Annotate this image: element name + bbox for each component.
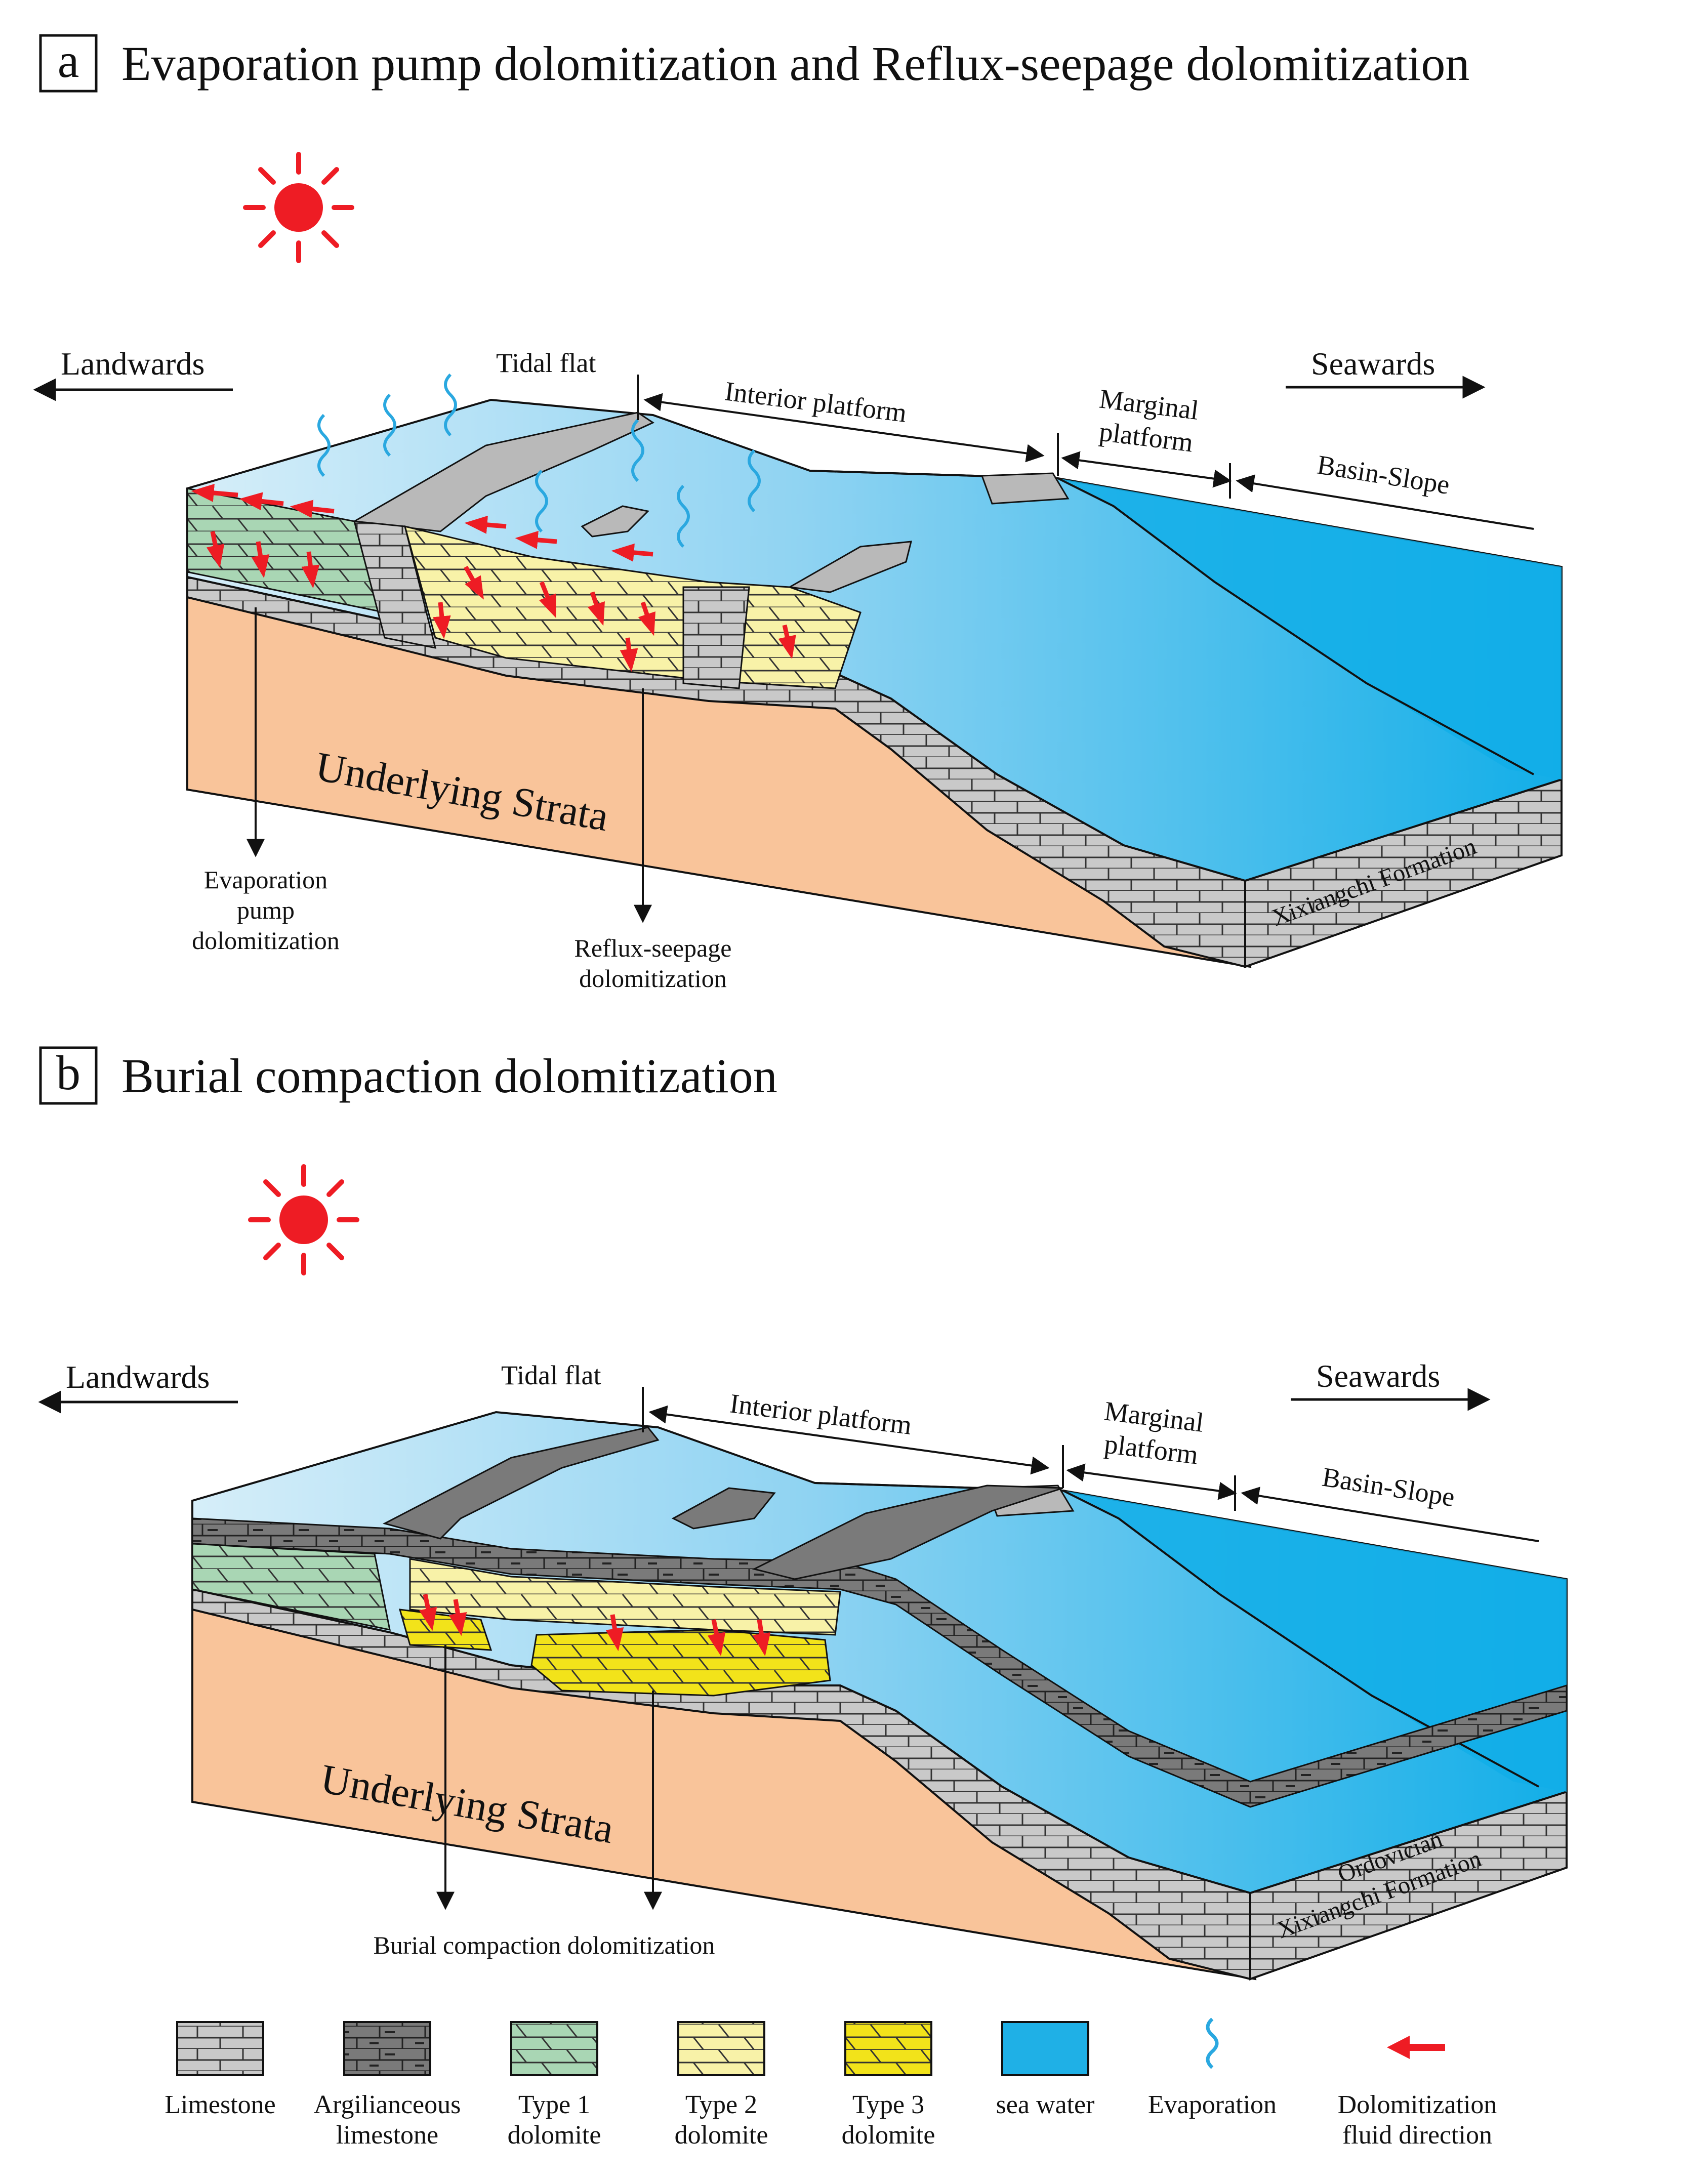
legend-label-argillaceous-1: Argilianceous <box>314 2090 461 2119</box>
panel-a-block <box>186 373 1563 968</box>
sun-icon <box>243 152 354 263</box>
legend-swatch-type2 <box>677 2021 765 2076</box>
legend-label-type3-2: dolomite <box>842 2121 935 2150</box>
panel-a-tidal-flat: Tidal flat <box>496 348 596 378</box>
panel-a-process-2-line-1: Reflux-seepage <box>575 934 732 962</box>
legend-label-evaporation-1: Evaporation <box>1148 2090 1277 2119</box>
panel-b-title: Burial compaction dolomitization <box>121 1049 777 1103</box>
legend-swatch-argillaceous <box>343 2021 431 2076</box>
panel-a-process-1-line-3: dolomitization <box>192 926 340 955</box>
legend-label-argillaceous-2: limestone <box>336 2121 438 2150</box>
fluid-arrow-icon <box>1387 2036 1445 2059</box>
panel-b-letter-box <box>39 1046 98 1105</box>
panel-a-seawards: Seawards <box>1311 346 1435 382</box>
panel-a-letter: a <box>58 33 79 88</box>
legend-label-type3-1: Type 3 <box>852 2090 924 2119</box>
legend-swatch-seawater <box>1001 2021 1089 2076</box>
legend-label-fluid-2: fluid direction <box>1342 2121 1492 2150</box>
panel-b: b Burial compaction dolomitization Landw… <box>38 1046 1568 1980</box>
legend-label-type1-1: Type 1 <box>518 2090 590 2119</box>
sun-icon <box>248 1164 359 1275</box>
panel-a-process-1-line-1: Evaporation <box>204 866 327 894</box>
panel-a-landwards: Landwards <box>61 346 204 382</box>
panel-a-process-2-line-2: dolomitization <box>579 964 727 993</box>
panel-a-title: Evaporation pump dolomitization and Refl… <box>121 36 1469 91</box>
panel-a-letter-box <box>39 34 98 93</box>
panel-b-process: Burial compaction dolomitization <box>374 1931 715 1959</box>
legend-label-type2-2: dolomite <box>675 2121 768 2150</box>
panel-a-basin-slope: Basin-Slope <box>1315 449 1452 501</box>
legend-item-seawater: sea water <box>996 2021 1095 2119</box>
legend-label-seawater-1: sea water <box>996 2090 1095 2119</box>
legend-label-type1-2: dolomite <box>508 2121 601 2150</box>
panel-a: a Evaporation pump dolomitization and Re… <box>33 33 1563 993</box>
legend-swatch-limestone <box>176 2021 264 2076</box>
legend-item-limestone: Limestone <box>165 2021 276 2119</box>
panel-b-basin-slope: Basin-Slope <box>1320 1462 1457 1513</box>
legend-label-limestone-1: Limestone <box>165 2090 276 2119</box>
legend-item-evaporation: Evaporation <box>1148 2017 1277 2119</box>
legend-label-fluid-1: Dolomitization <box>1338 2090 1497 2119</box>
panel-b-block <box>191 1411 1568 1980</box>
panel-b-landwards: Landwards <box>66 1359 210 1395</box>
legend-label-type2-1: Type 2 <box>685 2090 757 2119</box>
evaporation-icon <box>1206 2017 1219 2069</box>
panel-a-interior-platform: Interior platform <box>723 376 909 428</box>
legend-swatch-type1 <box>510 2021 598 2076</box>
legend-swatch-type3 <box>844 2021 932 2076</box>
panel-b-seawards: Seawards <box>1316 1358 1440 1394</box>
panel-b-tidal-flat: Tidal flat <box>501 1360 601 1390</box>
panel-b-interior-platform: Interior platform <box>728 1388 914 1440</box>
panel-a-process-1-line-2: pump <box>237 896 295 924</box>
panel-b-letter: b <box>56 1046 80 1100</box>
